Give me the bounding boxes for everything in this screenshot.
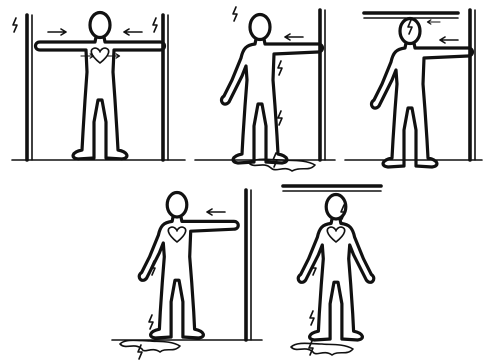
head (167, 192, 187, 217)
panel-3 (345, 10, 482, 167)
panel-1 (12, 13, 185, 161)
head (250, 15, 270, 40)
body-outline (36, 37, 165, 159)
human-figure-icon (36, 13, 165, 160)
current-arrow-icon (285, 34, 303, 40)
body-outline (298, 219, 374, 341)
lightning-bolt-icon (278, 111, 282, 125)
body-outline (221, 39, 322, 163)
panel-5 (283, 186, 381, 355)
lightning-bolt-icon (273, 153, 277, 167)
current-arrow-icon (427, 20, 440, 24)
current-arrow-icon (48, 29, 66, 35)
lightning-bolt-icon (153, 18, 157, 32)
panel-2 (195, 7, 335, 171)
heart-icon (327, 227, 344, 242)
heart-icon (168, 227, 185, 242)
head (90, 13, 110, 38)
heart-icon (91, 48, 108, 63)
lightning-bolt-icon (278, 61, 282, 75)
current-arrow-icon (440, 37, 458, 43)
lightning-bolt-icon (408, 20, 412, 34)
body-outline (371, 43, 472, 167)
current-arrow-icon (207, 209, 225, 215)
human-figure-icon (139, 192, 238, 338)
lightning-bolt-icon (149, 315, 153, 329)
puddle-icon (249, 159, 315, 171)
lightning-bolt-icon (13, 18, 17, 32)
panel-4 (112, 190, 262, 359)
body-outline (139, 217, 238, 339)
lightning-bolt-icon (310, 311, 314, 325)
current-arrow-icon (124, 29, 142, 35)
puddle-icon (291, 343, 353, 355)
puddle-icon (120, 340, 180, 352)
human-figure-icon (221, 15, 322, 164)
lightning-bolt-icon (233, 7, 237, 21)
